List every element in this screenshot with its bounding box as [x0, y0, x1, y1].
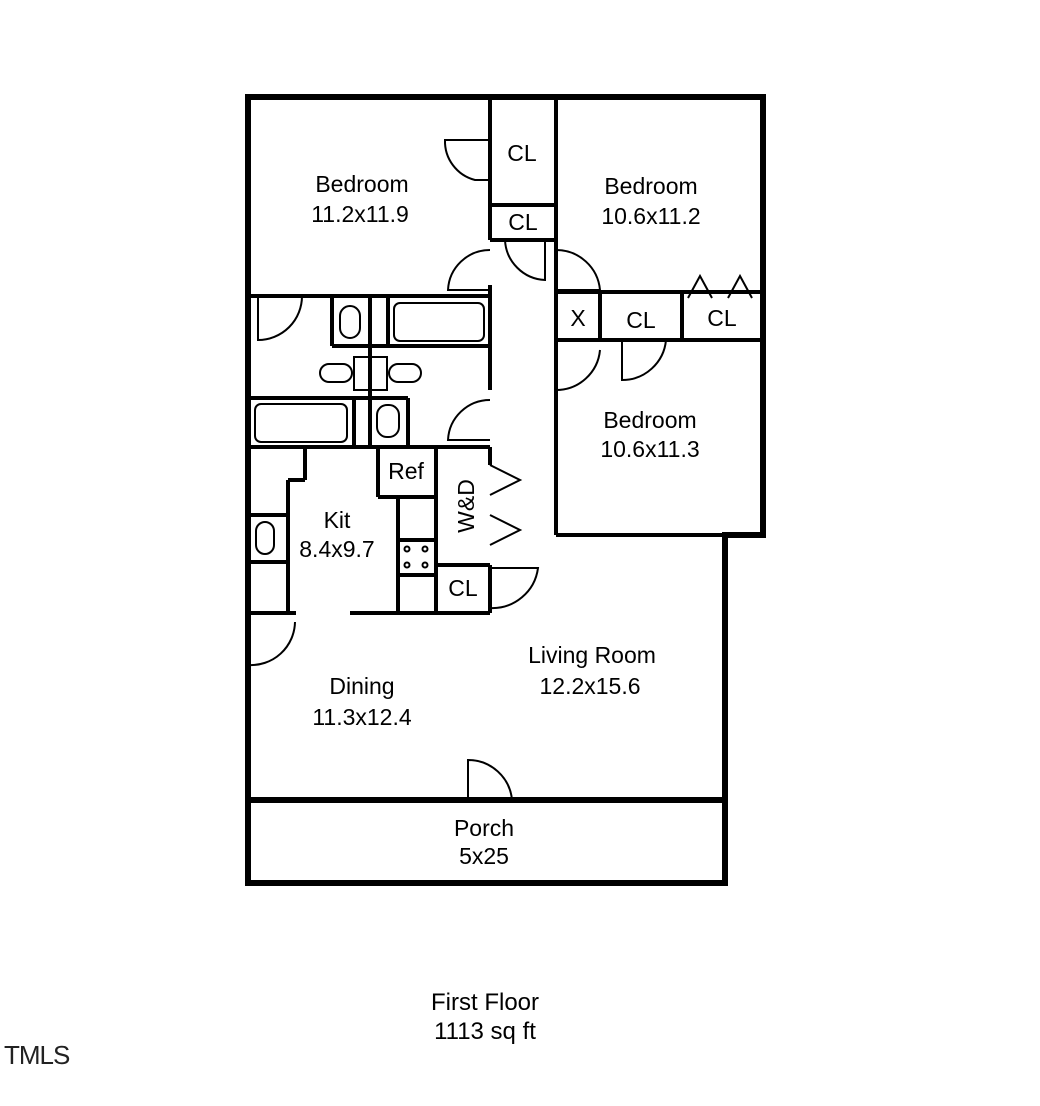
floor-area: 1113 sq ft: [434, 1018, 536, 1045]
bath-fixtures: [254, 302, 485, 569]
closet-label: CL: [448, 575, 478, 601]
washer-dryer-label: W&D: [453, 479, 479, 533]
x-label: X: [570, 305, 585, 331]
room-size: 12.2x15.6: [539, 673, 640, 699]
room-size: 11.2x11.9: [311, 201, 409, 227]
room-name: Bedroom: [604, 173, 697, 199]
room-name: Porch: [454, 815, 514, 841]
closet-label: CL: [508, 209, 538, 235]
room-name: Kit: [324, 507, 351, 533]
floor-name: First Floor: [431, 989, 539, 1016]
room-name: Bedroom: [315, 171, 408, 197]
ref-label: Ref: [388, 458, 424, 484]
room-size: 10.6x11.2: [601, 203, 700, 229]
closet-label: CL: [507, 140, 537, 166]
room-name: Living Room: [528, 642, 656, 668]
room-size: 11.3x12.4: [312, 704, 412, 730]
room-size: 8.4x9.7: [299, 536, 374, 562]
closet-label: CL: [626, 307, 656, 333]
doors: [247, 139, 753, 801]
room-size: 10.6x11.3: [600, 436, 699, 462]
room-name: Bedroom: [603, 407, 696, 433]
room-name: Dining: [329, 673, 394, 699]
interior-walls: [248, 97, 763, 615]
floor-caption: First Floor 1113 sq ft: [380, 988, 590, 1046]
room-size: 5x25: [459, 843, 509, 869]
watermark: TMLS: [4, 1040, 70, 1070]
closet-label: CL: [707, 305, 737, 331]
